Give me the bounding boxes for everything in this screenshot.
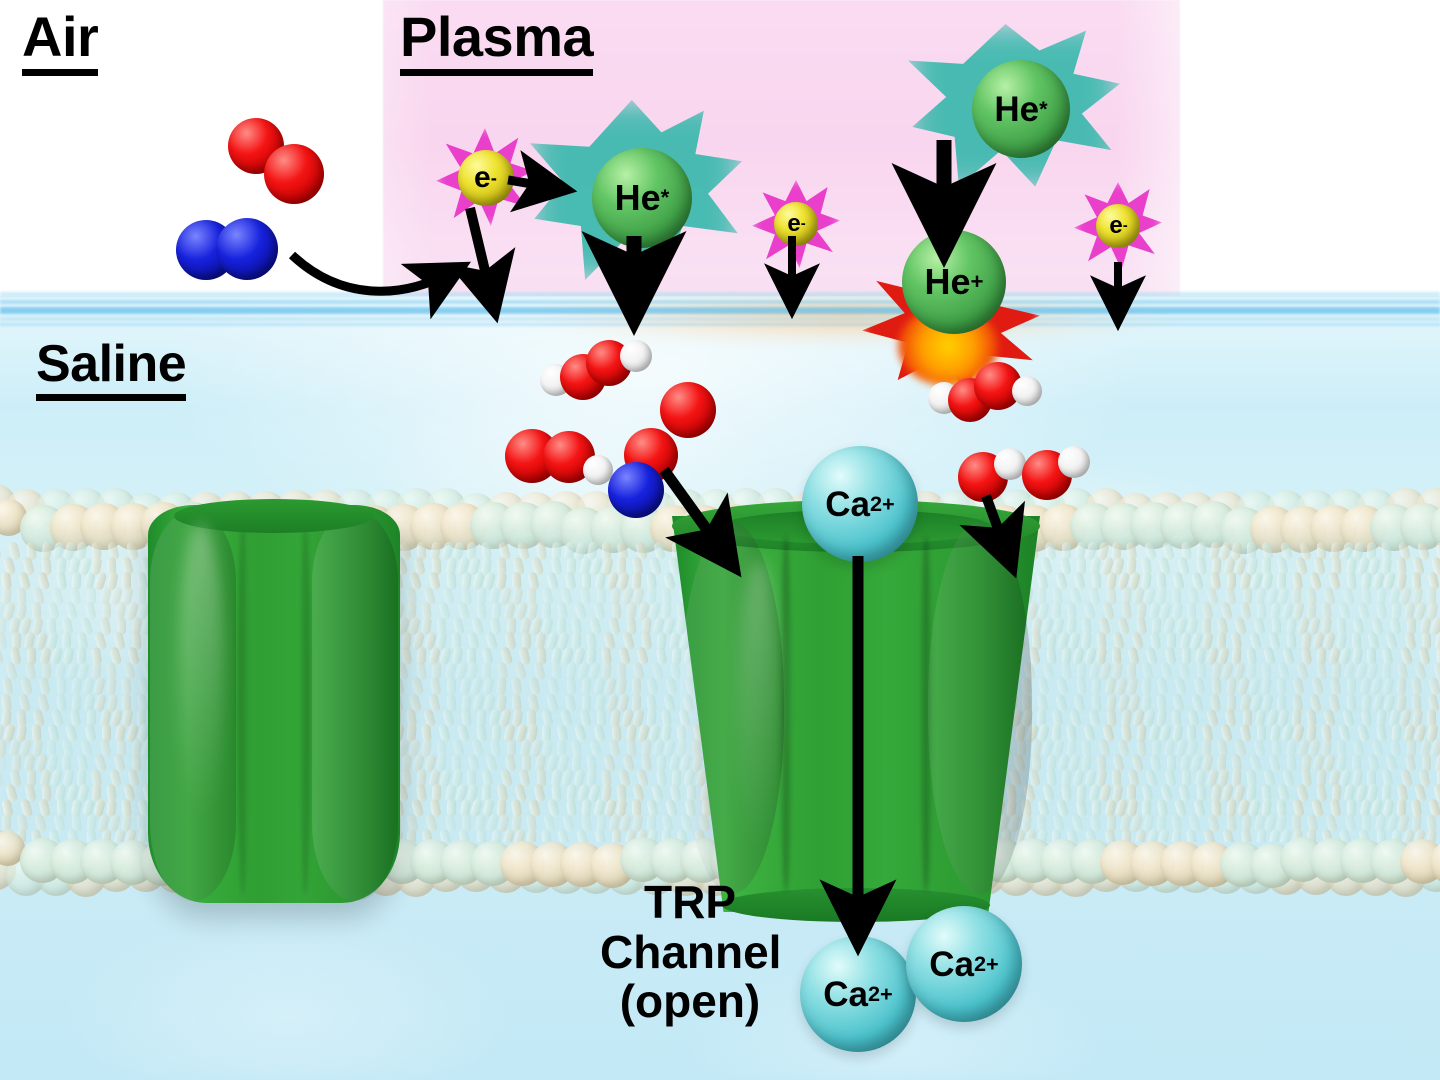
lipid-tail bbox=[1396, 676, 1407, 696]
channel-lobe-left bbox=[680, 522, 784, 894]
electron-ball bbox=[1096, 204, 1140, 248]
helium-excited-2: He* bbox=[900, 18, 1130, 198]
lipid-tail bbox=[120, 676, 132, 696]
trp-caption-line-2: Channel bbox=[600, 925, 782, 978]
nitrogen-molecule bbox=[176, 218, 288, 282]
lipid-tail bbox=[1347, 676, 1357, 696]
channel-lobe-left bbox=[150, 511, 236, 901]
lipid-tail bbox=[1211, 676, 1222, 696]
channel-barrel bbox=[148, 505, 400, 903]
helium-excited-1: He* bbox=[520, 92, 750, 292]
hydrogen-peroxide-right bbox=[928, 362, 1056, 434]
saline-label: Saline bbox=[36, 334, 187, 401]
lipid-tail bbox=[1261, 676, 1273, 696]
channel-seam-left bbox=[238, 517, 248, 895]
calcium-ion-at-pore: Ca2+ bbox=[802, 446, 918, 562]
trp-caption-line-1: TRP bbox=[644, 876, 736, 928]
air-label: Air bbox=[22, 4, 99, 76]
channel-lobe-right bbox=[928, 522, 1032, 894]
lipid-tail bbox=[0, 542, 3, 561]
hydroxyl-radical-2 bbox=[1022, 446, 1096, 502]
lipid-tail bbox=[38, 676, 52, 696]
channel-lobe-right bbox=[312, 511, 398, 901]
electron-particle-2: e- bbox=[748, 176, 844, 272]
channel-highlight bbox=[178, 523, 224, 823]
oxygen-radical bbox=[660, 382, 718, 440]
helium-ball bbox=[592, 148, 692, 248]
lipid-head bbox=[1430, 502, 1440, 550]
air-label-text: Air bbox=[22, 9, 99, 76]
lipid-tail bbox=[1075, 676, 1087, 696]
lipid-tail bbox=[566, 676, 578, 696]
hydrogen-peroxide-lower-left bbox=[505, 425, 635, 495]
electron-ball bbox=[774, 202, 818, 246]
channel-seam-left bbox=[780, 536, 792, 892]
channel-top-rim bbox=[174, 499, 374, 533]
calcium-ion-cytosol-2: Ca2+ bbox=[906, 906, 1022, 1022]
lipid-tail bbox=[1126, 676, 1139, 696]
calcium-ion-cytosol-1: Ca2+ bbox=[800, 936, 916, 1052]
lipid-tail bbox=[1329, 676, 1342, 696]
helium-ball bbox=[972, 60, 1070, 158]
lipid-tail bbox=[616, 676, 628, 696]
hydrogen-peroxide-left bbox=[540, 340, 660, 420]
channel-highlight bbox=[738, 560, 780, 860]
lipid-tail bbox=[1141, 676, 1151, 696]
lipid-tail bbox=[0, 753, 7, 773]
lipid-tail bbox=[1092, 676, 1102, 696]
helium-ion-ball bbox=[902, 230, 1006, 334]
lipid-tail bbox=[56, 676, 67, 696]
plasma-label: Plasma bbox=[400, 4, 594, 76]
channel-seam-right bbox=[920, 536, 932, 892]
lipid-tail bbox=[447, 676, 457, 696]
lipid-tail bbox=[429, 676, 442, 696]
plasma-label-text: Plasma bbox=[400, 9, 594, 76]
electron-ball bbox=[458, 150, 514, 206]
lipid-tail bbox=[1276, 676, 1287, 696]
electron-particle-3: e- bbox=[1070, 178, 1166, 274]
lipid-tail bbox=[496, 676, 507, 696]
nitric-oxide-molecule bbox=[608, 428, 692, 524]
hydroxyl-radical-1 bbox=[958, 448, 1032, 504]
lipid-head bbox=[1430, 840, 1440, 885]
trp-caption-line-3: (open) bbox=[619, 975, 761, 1028]
lipid-tail bbox=[631, 676, 641, 696]
trp-channel-caption: TRP Channel (open) bbox=[600, 876, 782, 1028]
channel-seam-right bbox=[300, 517, 310, 895]
lipid-tail bbox=[0, 631, 7, 651]
oxygen-molecule bbox=[228, 118, 338, 204]
trp-channel-closed[interactable] bbox=[148, 499, 400, 903]
saline-label-text: Saline bbox=[36, 338, 187, 401]
lipid-tail bbox=[105, 676, 117, 696]
